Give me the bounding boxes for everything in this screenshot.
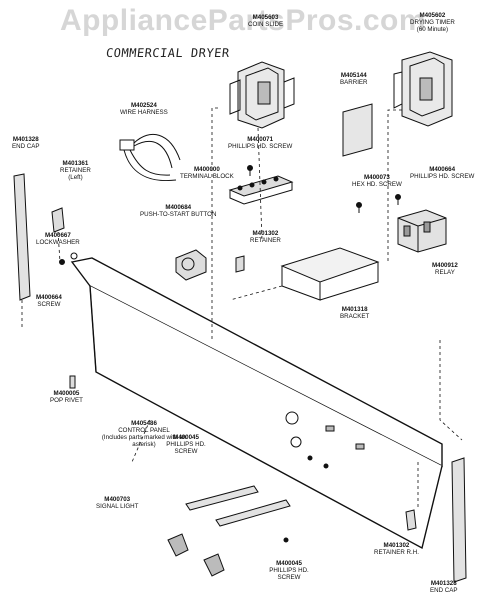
assembly-lines (21, 107, 463, 510)
phillips-screw-bottom-number: M400045 (276, 560, 302, 567)
label-phillips-screw-bottom: M400045 PHILLIPS HD. SCREW (260, 560, 318, 581)
coin-slide-name: COIN SLIDE (248, 21, 284, 28)
control-panel-name: CONTROL PANEL (118, 427, 170, 434)
signal-lights-drawing (167, 485, 291, 577)
control-panel-note: (Includes parts marked with an asterisk) (101, 434, 187, 448)
barrier-name: BARRIER (340, 79, 368, 86)
drying-timer-note: (60 Minute) (416, 26, 449, 33)
bracket-drawing (280, 247, 380, 301)
retainer-mid-drawing (235, 255, 245, 273)
phillips-screw-top-number: M400071 (247, 136, 274, 143)
label-retainer-mid: M401302 RETAINER (250, 230, 281, 244)
barrier-number: M405144 (340, 72, 367, 79)
push-button-drawing (175, 249, 207, 281)
end-cap-right-name: END CAP (430, 587, 458, 594)
label-wire-harness: M402524 WIRE HARNESS (120, 102, 168, 116)
pop-rivet-number: M400005 (53, 390, 80, 397)
retainer-left-number: M401361 (62, 160, 89, 167)
phillips-screw-mid-number: M400045 (173, 434, 199, 441)
watermark: AppliancePartsPros.com (59, 4, 427, 37)
label-push-button: M400684 PUSH-TO-START BUTTON (140, 204, 216, 218)
end-cap-left-drawing (13, 173, 31, 301)
label-retainer-rh: M401302 RETAINER R.H. (374, 542, 419, 556)
phillips-screw-top-name: PHILLIPS HD. SCREW (228, 143, 293, 150)
terminal-block-name: TERMINAL BLOCK (180, 173, 234, 180)
retainer-mid-name: RETAINER (250, 237, 281, 244)
phillips-screw-relay-number: M400664 (429, 166, 456, 173)
wire-harness-number: M402524 (130, 102, 157, 109)
wire-harness-name: WIRE HARNESS (120, 109, 168, 116)
bracket-number: M401318 (341, 306, 368, 313)
label-drying-timer: M405602 DRYING TIMER (60 Minute) (410, 12, 455, 33)
terminal-block-number: M400000 (193, 166, 220, 173)
drying-timer-name: DRYING TIMER (410, 19, 455, 26)
drying-timer-number: M405602 (419, 12, 446, 19)
coin-slide-number: M405603 (252, 14, 279, 21)
end-cap-right-number: M401328 (430, 580, 457, 587)
bracket-name: BRACKET (340, 313, 370, 320)
label-phillips-screw-mid: M400045 PHILLIPS HD. SCREW (160, 434, 212, 455)
push-button-name: PUSH-TO-START BUTTON (140, 211, 217, 218)
phillips-screw-relay-name: PHILLIPS HD. SCREW (410, 173, 475, 180)
label-coin-slide: M405603 COIN SLIDE (248, 14, 283, 28)
label-relay: M400912 RELAY (432, 262, 458, 276)
screw-left-number: M400664 (36, 294, 62, 301)
label-screw-left: M400664 SCREW (36, 294, 62, 308)
terminal-block-drawing (228, 175, 294, 205)
label-end-cap-left: M401328 END CAP (12, 136, 40, 150)
signal-light-number: M400703 (104, 496, 131, 503)
lockwasher-name: LOCKWASHER (36, 239, 80, 246)
coin-slide-drawing (229, 61, 295, 129)
relay-name: RELAY (434, 269, 455, 276)
label-phillips-screw-top: M400071 PHILLIPS HD. SCREW (228, 136, 292, 150)
control-panel-drawing (70, 257, 443, 550)
drying-timer-drawing (393, 51, 453, 127)
label-hex-screw: M400073 HEX HD. SCREW (352, 174, 402, 188)
retainer-left-note: (Left) (68, 174, 83, 181)
control-panel-number: M405486 (131, 420, 157, 427)
label-barrier: M405144 BARRIER (340, 72, 368, 86)
label-phillips-screw-relay: M400664 PHILLIPS HD. SCREW (410, 166, 474, 180)
barrier-drawing (342, 103, 373, 157)
pop-rivet-drawing (69, 375, 76, 389)
signal-light-name: SIGNAL LIGHT (96, 503, 139, 510)
push-button-number: M400684 (165, 204, 192, 211)
relay-number: M400912 (432, 262, 458, 269)
wire-harness-drawing (119, 134, 181, 181)
label-pop-rivet: M400005 POP RIVET (50, 390, 83, 404)
screw-left-name: SCREW (37, 301, 61, 308)
label-lockwasher: M400667 LOCKWASHER (36, 232, 80, 246)
label-signal-light: M400703 SIGNAL LIGHT (96, 496, 138, 510)
diagram-title: COMMERCIAL DRYER (105, 46, 231, 60)
pop-rivet-name: POP RIVET (50, 397, 83, 404)
hex-screw-name: HEX HD. SCREW (352, 181, 402, 188)
screws-drawing (59, 165, 401, 265)
end-cap-left-number: M401328 (12, 136, 39, 143)
label-retainer-left: M401361 RETAINER (Left) (60, 160, 91, 181)
retainer-left-drawing (51, 207, 65, 233)
retainer-rh-drawing (405, 509, 417, 531)
retainer-rh-number: M401302 (383, 542, 410, 549)
phillips-screw-bottom-name: PHILLIPS HD. SCREW (269, 567, 309, 581)
hex-screw-number: M400073 (364, 174, 390, 181)
retainer-left-name: RETAINER (60, 167, 91, 174)
phillips-screw-mid-name: PHILLIPS HD. SCREW (166, 441, 206, 455)
retainer-rh-name: RETAINER R.H. (374, 549, 419, 556)
retainer-mid-number: M401302 (252, 230, 279, 237)
label-end-cap-right: M401328 END CAP (430, 580, 458, 594)
label-bracket: M401318 BRACKET (340, 306, 369, 320)
end-cap-right-drawing (451, 457, 467, 583)
label-terminal-block: M400000 TERMINAL BLOCK (180, 166, 234, 180)
relay-drawing (397, 209, 447, 253)
label-control-panel: M405486 CONTROL PANEL (Includes parts ma… (100, 420, 188, 448)
lockwasher-number: M400667 (44, 232, 71, 239)
end-cap-left-name: END CAP (12, 143, 40, 150)
